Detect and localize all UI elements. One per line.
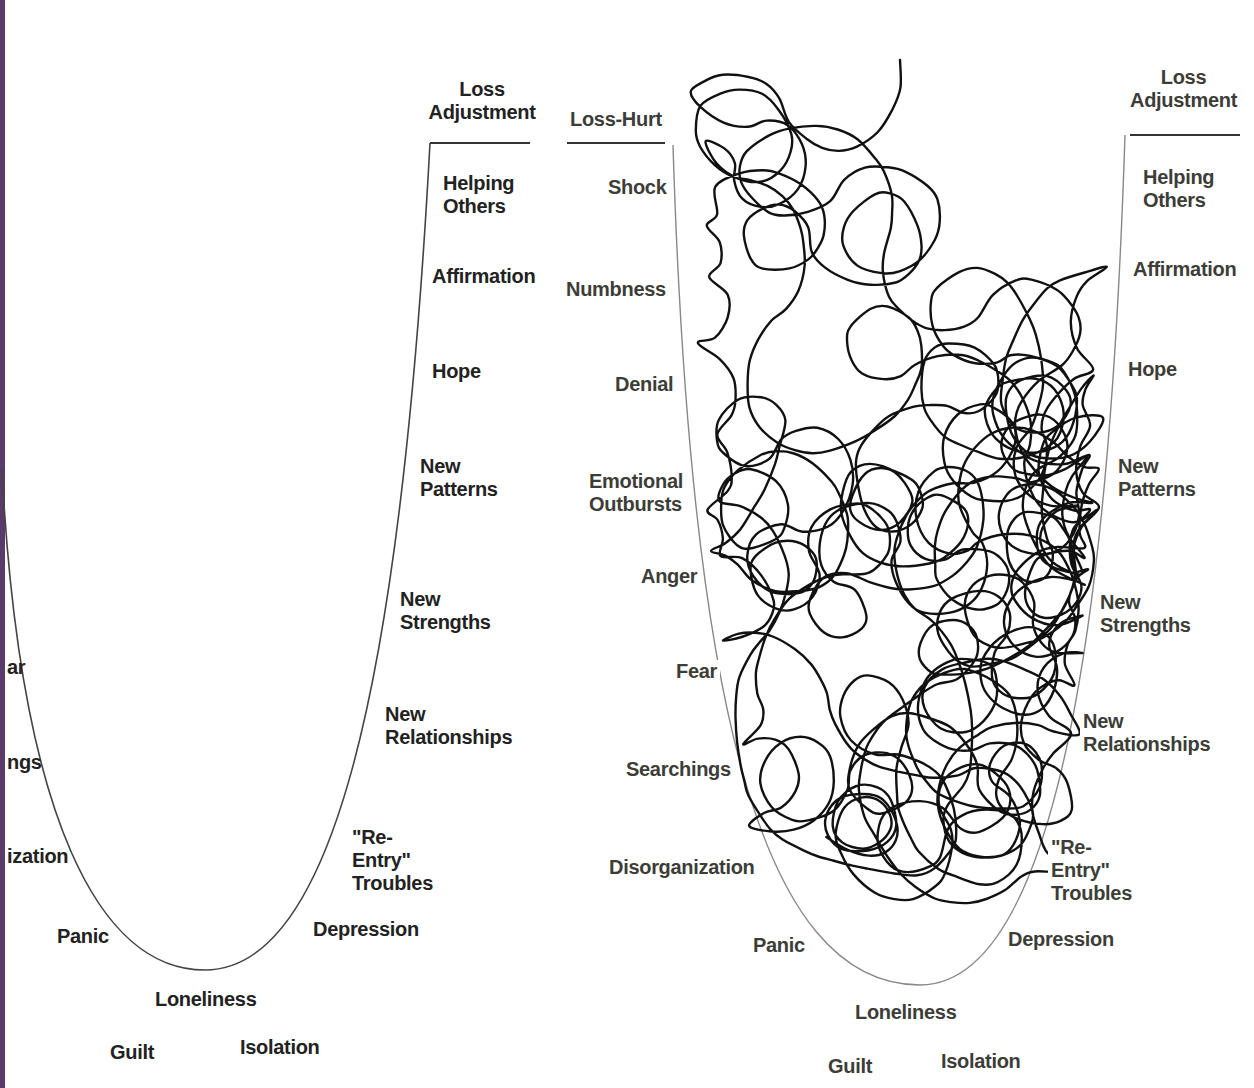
stage-label: Helping Others — [443, 172, 514, 218]
stage-label: Loss Adjustment — [429, 78, 536, 124]
stage-label: Loss-Hurt — [567, 108, 665, 131]
stage-label: Disorganization — [606, 856, 758, 879]
stage-label: New Patterns — [420, 455, 498, 501]
stage-label: Anger — [638, 565, 700, 588]
edge-bar — [0, 0, 5, 1088]
stage-label: New Strengths — [400, 588, 491, 634]
stage-label: "Re-Entry" Troubles — [1048, 836, 1135, 905]
stage-label: New Patterns — [1115, 455, 1199, 501]
stage-label: Affirmation — [1130, 258, 1239, 281]
stage-label: Loneliness — [155, 988, 256, 1011]
stage-label: Isolation — [938, 1050, 1024, 1073]
stage-label: Affirmation — [432, 265, 535, 288]
baseline — [430, 142, 530, 144]
stage-label: ization — [7, 845, 68, 868]
stage-label: New Strengths — [1097, 591, 1194, 637]
stage-label: Guilt — [825, 1055, 875, 1078]
stage-label: ar — [7, 656, 25, 679]
stage-label: Depression — [1005, 928, 1117, 951]
stage-label: Searchings — [623, 758, 734, 781]
stage-label: Isolation — [240, 1036, 320, 1059]
stage-label: Loneliness — [852, 1001, 959, 1024]
stage-label: Guilt — [110, 1041, 154, 1064]
stage-label: "Re-Entry" Troubles — [352, 826, 433, 895]
baseline — [1130, 134, 1240, 136]
stage-label: New Relationships — [385, 703, 512, 749]
stage-label: Helping Others — [1140, 166, 1217, 212]
stage-label: Hope — [432, 360, 481, 383]
stage-label: Panic — [750, 934, 808, 957]
stage-label: Shock — [605, 176, 670, 199]
stage-label: Hope — [1125, 358, 1180, 381]
stage-label: Numbness — [563, 278, 669, 301]
scribble-line — [691, 60, 1107, 903]
stage-label: ngs — [7, 751, 42, 774]
scribble-group — [691, 60, 1107, 903]
stage-label: Emotional Outbursts — [586, 470, 686, 516]
stage-label: Depression — [313, 918, 419, 941]
stage-label: Loss Adjustment — [1127, 66, 1240, 112]
baseline — [567, 142, 665, 144]
stage-label: Fear — [673, 660, 720, 683]
stage-label: New Relationships — [1080, 710, 1213, 756]
stage-label: Denial — [612, 373, 676, 396]
stage-label: Panic — [57, 925, 109, 948]
